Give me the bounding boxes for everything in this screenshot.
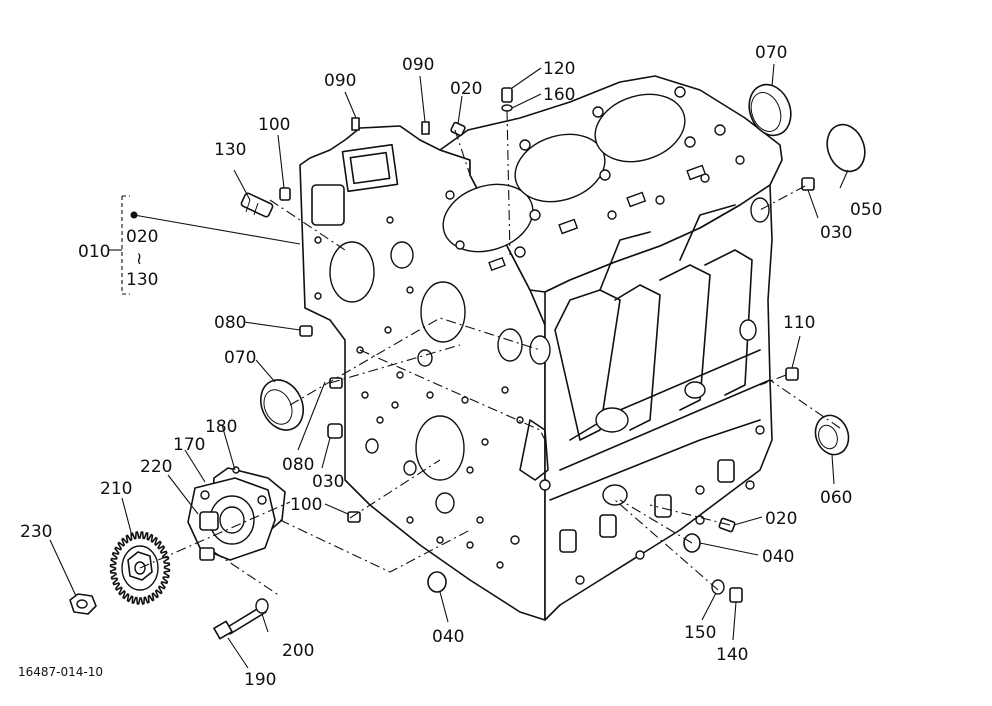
pump-shaft-stub — [199, 511, 219, 531]
label-130-group: 130 — [126, 270, 158, 290]
label-050: 050 — [850, 200, 882, 220]
label-030-left: 030 — [312, 472, 344, 492]
side-face-ribs — [519, 197, 771, 585]
label-120: 120 — [543, 59, 575, 79]
label-020-group: 020 — [126, 227, 158, 247]
pin-090-a — [351, 117, 360, 131]
front-face-details — [311, 143, 551, 569]
label-190: 190 — [244, 670, 276, 690]
plug-140 — [729, 587, 743, 603]
leader-lines — [49, 63, 849, 669]
label-100-lower: 100 — [290, 495, 322, 515]
label-070-top: 070 — [755, 43, 787, 63]
label-010: 010 — [78, 242, 110, 262]
cap-060 — [814, 414, 850, 456]
pin-100-top — [279, 187, 291, 201]
pin-080-upper — [299, 325, 313, 337]
label-180: 180 — [205, 417, 237, 437]
label-020-top: 020 — [450, 79, 482, 99]
part-labels: 010 020 ≀ 130 090 090 020 120 160 070 10… — [18, 43, 882, 690]
pump-bolt — [213, 605, 267, 640]
label-060: 060 — [820, 488, 852, 508]
pin-110 — [785, 367, 799, 381]
label-160: 160 — [543, 85, 575, 105]
cylinder-block — [299, 75, 783, 621]
pin-100-lower — [347, 511, 361, 523]
bolt-washer — [255, 598, 269, 614]
label-220: 220 — [140, 457, 172, 477]
label-040-right: 040 — [762, 547, 794, 567]
plug-130 — [240, 192, 274, 218]
label-100-top: 100 — [258, 115, 290, 135]
gear-nut — [69, 593, 97, 615]
small-parts — [240, 83, 866, 603]
seal-070-left — [260, 379, 304, 431]
cap-040-left — [427, 571, 447, 593]
label-140: 140 — [716, 645, 748, 665]
pin-120 — [501, 87, 513, 103]
washer-150 — [711, 579, 725, 595]
label-150: 150 — [684, 623, 716, 643]
label-030-right: 030 — [820, 223, 852, 243]
label-170: 170 — [173, 435, 205, 455]
label-020-bottom: 020 — [765, 509, 797, 529]
label-110: 110 — [783, 313, 815, 333]
label-090-a: 090 — [324, 71, 356, 91]
drawing-code: 16487-014-10 — [18, 665, 103, 679]
plug-020-bottom — [718, 517, 736, 533]
label-200: 200 — [282, 641, 314, 661]
label-range-mark: ≀ — [136, 249, 142, 269]
plug-030-left — [327, 423, 343, 439]
label-080-upper: 080 — [214, 313, 246, 333]
cap-050 — [826, 123, 866, 173]
pin-090-b — [421, 121, 430, 135]
label-070-left: 070 — [224, 348, 256, 368]
label-080-lower: 080 — [282, 455, 314, 475]
plug-030-right — [801, 177, 815, 191]
label-130: 130 — [214, 140, 246, 160]
label-230: 230 — [20, 522, 52, 542]
label-210: 210 — [100, 479, 132, 499]
label-090-b: 090 — [402, 55, 434, 75]
deck-holes — [445, 86, 745, 272]
label-040-left: 040 — [432, 627, 464, 647]
